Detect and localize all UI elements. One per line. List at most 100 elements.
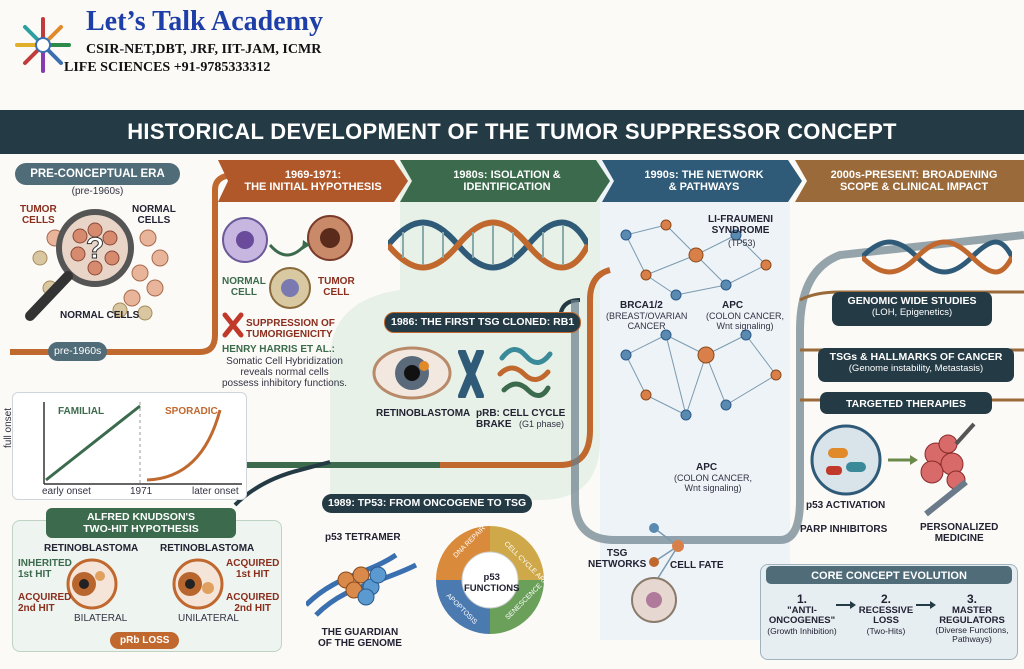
knudson-title: ALFRED KNUDSON'S TWO-HIT HYPOTHESIS (83, 511, 199, 535)
era-title: PRE-CONCEPTUAL ERA (30, 168, 165, 180)
step-name: MASTER REGULATORS (939, 605, 1005, 626)
rb1-cloned-banner: 1986: THE FIRST TSG CLONED: RB1 (384, 312, 582, 333)
parp-inhibitors-label: PARP INHIBITORS (800, 524, 888, 535)
cell-fate-diagram (631, 523, 684, 623)
era-header-1969: 1969-1971: THE INITIAL HYPOTHESIS (228, 164, 398, 198)
genomic-sub: (LOH, Epigenetics) (871, 307, 953, 318)
p53-functions-label: p53 FUNCTIONS (464, 572, 520, 594)
era-subtitle: THE INITIAL HYPOTHESIS (244, 181, 382, 193)
familial-label: FAMILIAL (58, 406, 105, 417)
tp53-banner-text: 1989: TP53: FROM ONCOGENE TO TSG (328, 497, 527, 509)
hallmarks-sub: (Genome instability, Metastasis) (848, 363, 984, 374)
era-title: 1990s: THE NETWORK (644, 169, 764, 181)
guardian-label: THE GUARDIAN OF THE GENOME (318, 627, 402, 649)
sporadic-curve (146, 409, 222, 482)
knudson-link (233, 460, 331, 507)
era-subtitle: SCOPE & CLINICAL IMPACT (839, 181, 989, 193)
pill-capsules-icon (810, 424, 882, 496)
step-sub: (Diverse Functions, Pathways) (935, 625, 1009, 644)
core-concept-header: CORE CONCEPT EVOLUTION (766, 566, 1012, 584)
chart-ylabel: full onset (3, 407, 14, 448)
step-number: 1. (796, 592, 807, 606)
unilateral-label: UNILATERAL (178, 613, 239, 624)
prb-brake-label: pRB: CELL CYCLE BRAKE (476, 408, 566, 430)
g1-phase-label: (G1 phase) (519, 419, 565, 429)
step-name: RECESSIVE LOSS (858, 605, 914, 626)
era-subtitle: & PATHWAYS (668, 181, 740, 193)
blue-cup (571, 231, 1024, 544)
harris-text: Somatic Cell Hybridization reveals norma… (222, 356, 348, 389)
era-header-1990s: 1990s: THE NETWORK & PATHWAYS (614, 164, 794, 198)
magnifier-illustration: ? (25, 209, 169, 321)
svg-text:?: ? (86, 232, 104, 265)
gene-network-diagram (620, 219, 782, 421)
cross-mark-icon (222, 312, 244, 338)
tumor-cells-label: TUMOR CELLS (20, 204, 57, 226)
era-subtitle: IDENTIFICATION (463, 181, 551, 193)
era-arrow-1990s (602, 160, 802, 202)
step-sub: (Two-Hits) (866, 626, 906, 636)
title-banner: HISTORICAL DEVELOPMENT OF THE TUMOR SUPP… (0, 110, 1024, 154)
li-fraumeni-label: LI-FRAUMENI SYNDROME (708, 214, 773, 236)
logo-emblem-icon (15, 17, 71, 73)
rb1-cloned-text: 1986: THE FIRST TSG CLONED: RB1 (391, 316, 575, 328)
logo-line1: CSIR-NET,DBT, JRF, IIT-JAM, ICMR (86, 42, 322, 57)
brca-label: BRCA1/2 (620, 300, 663, 311)
acquired-2nd-hit-left: ACQUIRED 2nd HIT (18, 592, 72, 614)
eye-bilateral-icon (66, 558, 118, 610)
pre-1960s-tag: pre-1960s (48, 342, 108, 361)
logo-title: Let’s Talk Academy (86, 6, 323, 37)
step-name: "ANTI- ONCOGENES" (768, 605, 836, 626)
knudson-title-box: ALFRED KNUDSON'S TWO-HIT HYPOTHESIS (46, 508, 236, 538)
step-arrow-icon (916, 601, 936, 609)
therapy-illustration (810, 422, 976, 517)
retinoblastoma-bilateral-title: RETINOBLASTOMA (44, 543, 139, 554)
retinoblastoma-label: RETINOBLASTOMA (376, 408, 471, 419)
logo-line2: LIFE SCIENCES +91-9785333312 (64, 60, 271, 75)
core-step-3: 3. MASTER REGULATORS (Diverse Functions,… (928, 592, 1016, 644)
step-arrow-icon (836, 601, 856, 609)
era-arrow-1980s (400, 160, 610, 202)
era-header-2000s: 2000s-PRESENT: BROADENING SCOPE & CLINIC… (808, 164, 1020, 198)
eye-unilateral-icon (172, 558, 224, 610)
p53-tetramer-label: p53 TETRAMER (325, 532, 401, 543)
acquired-2nd-hit-right: ACQUIRED 2nd HIT (226, 592, 280, 614)
personalized-medicine-label: PERSONALIZED MEDICINE (920, 522, 999, 544)
orange-timeline-path (10, 172, 236, 355)
apc2-label: APC (696, 462, 718, 473)
prb-protein-icon (497, 347, 553, 398)
tp53-sub-label: (TP53) (728, 238, 756, 248)
page-title: HISTORICAL DEVELOPMENT OF THE TUMOR SUPP… (127, 119, 897, 144)
tumor-cell-label: TUMOR CELL (318, 276, 355, 298)
chart-xtick-early: early onset (42, 486, 91, 497)
knudson-panel (12, 520, 282, 652)
era-title: 1980s: ISOLATION & (453, 169, 561, 181)
targeted-title: TARGETED THERAPIES (846, 398, 966, 410)
sporadic-label: SPORADIC (165, 406, 218, 417)
apc1-sub-label: (COLON CANCER, Wnt signaling) (706, 311, 785, 331)
era-subtitle: (pre-1960s) (71, 186, 124, 197)
p53-functions-wheel: DNA REPAIR CELL CYCLE ARREST SENESCENCE … (436, 525, 546, 634)
hallmarks-box: TSGs & HALLMARKS OF CANCER (Genome insta… (818, 348, 1014, 382)
suppression-label: SUPPRESSION OF TUMORIGENICITY (246, 318, 335, 340)
normal-cell-label: NORMAL CELL (222, 276, 266, 298)
era-header-1980s: 1980s: ISOLATION & IDENTIFICATION (412, 164, 602, 198)
normal-cells-top-label: NORMAL CELLS (132, 204, 176, 226)
retinoblastoma-eye-icon (372, 346, 452, 400)
tp53-banner: 1989: TP53: FROM ONCOGENE TO TSG (322, 494, 533, 513)
era-arrow-1969 (218, 160, 408, 202)
familial-line (45, 404, 141, 482)
hybridization-illustration (222, 215, 353, 309)
era-title: 1969-1971: (284, 169, 342, 181)
tsg-networks-label: TSG NETWORKS (588, 548, 647, 570)
genomic-title: GENOMIC WIDE STUDIES (847, 295, 977, 307)
core-concept-title: CORE CONCEPT EVOLUTION (811, 570, 967, 582)
core-step-2: 2. RECESSIVE LOSS (Two-Hits) (852, 592, 920, 636)
acquired-1st-hit-label: ACQUIRED 1st HIT (226, 558, 280, 580)
brca-sub-label: (BREAST/OVARIAN CANCER (606, 311, 688, 331)
chart-xtick-1971: 1971 (130, 486, 153, 497)
era-title: 2000s-PRESENT: BROADENING (830, 169, 998, 181)
inherited-hit-label: INHERITED 1st HIT (18, 558, 72, 580)
targeted-box: TARGETED THERAPIES (820, 392, 992, 414)
chromosome-icon (458, 350, 484, 398)
